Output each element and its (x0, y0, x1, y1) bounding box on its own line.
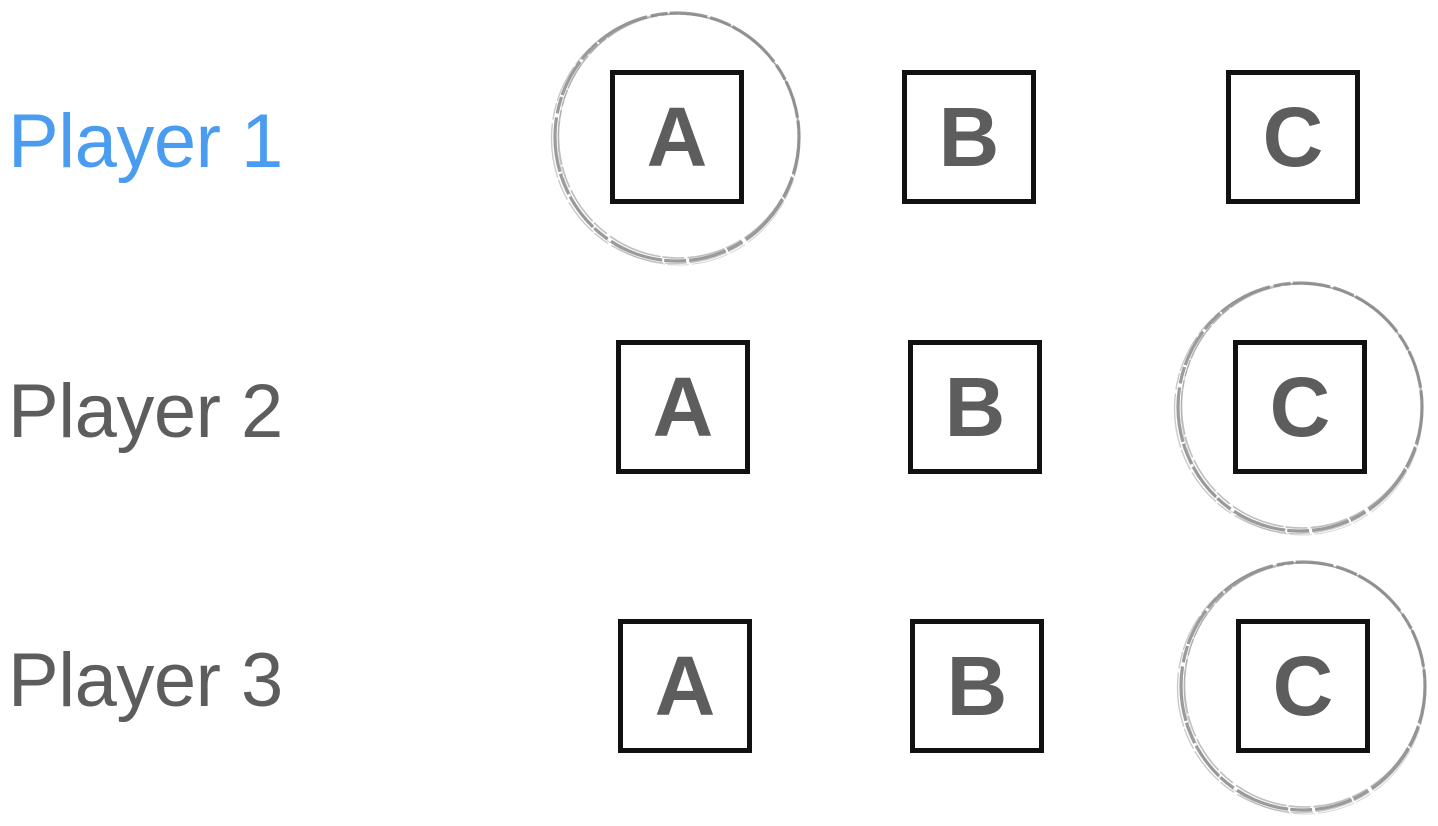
option-letter: A (652, 360, 714, 454)
option-letter: C (1272, 639, 1334, 733)
player-3-option-c[interactable]: C (1236, 619, 1370, 753)
option-letter: B (938, 90, 1000, 184)
player-2-option-a[interactable]: A (616, 340, 750, 474)
player-3-label: Player 3 (8, 638, 283, 723)
player-2-option-b[interactable]: B (908, 340, 1042, 474)
option-letter: C (1262, 90, 1324, 184)
player-2-option-c[interactable]: C (1233, 340, 1367, 474)
player-3-option-b[interactable]: B (910, 619, 1044, 753)
option-letter: B (946, 639, 1008, 733)
player-1-label: Player 1 (8, 99, 283, 184)
player-2-label: Player 2 (8, 369, 283, 454)
option-letter: A (646, 90, 708, 184)
option-letter: A (654, 639, 716, 733)
option-letter: C (1269, 360, 1331, 454)
player-1-option-c[interactable]: C (1226, 70, 1360, 204)
option-letter: B (944, 360, 1006, 454)
player-3-option-a[interactable]: A (618, 619, 752, 753)
player-1-option-a[interactable]: A (610, 70, 744, 204)
player-1-option-b[interactable]: B (902, 70, 1036, 204)
